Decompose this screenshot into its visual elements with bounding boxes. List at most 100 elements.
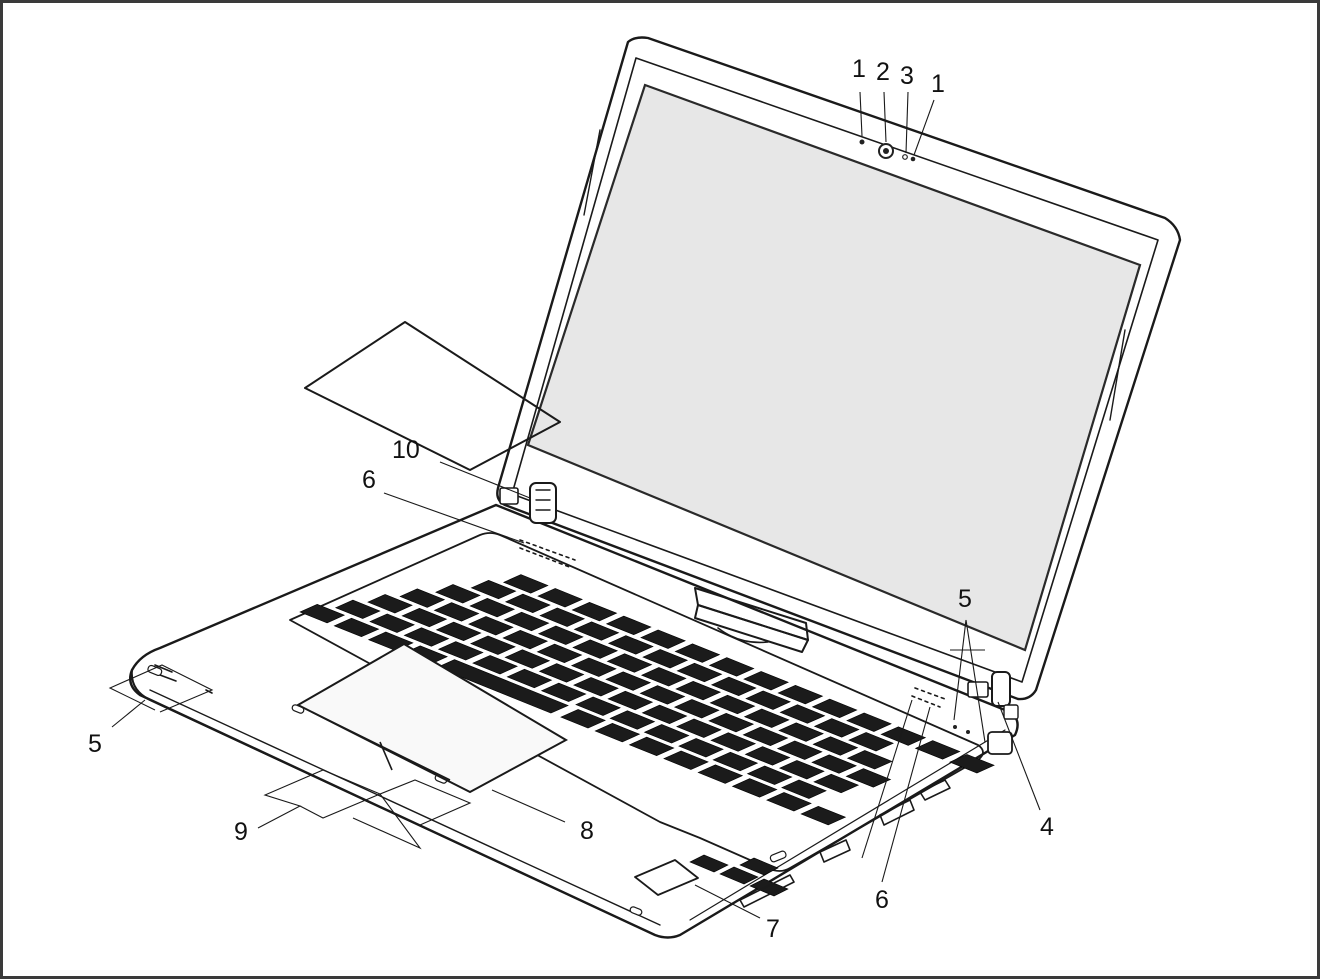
callout-touchpad: 8 <box>580 817 594 845</box>
keyboard-key <box>504 593 551 614</box>
keyboard-key <box>575 696 621 716</box>
keyboard-key <box>470 635 516 655</box>
keyboard-key <box>570 657 617 677</box>
keyboard-key <box>776 740 823 760</box>
keyboard-key <box>743 671 789 691</box>
keyboard-key <box>678 738 724 758</box>
keyboard-key <box>433 602 480 622</box>
callout-speaker-top-left: 6 <box>362 466 376 494</box>
side-ports <box>739 779 951 908</box>
arrow-key <box>739 857 779 876</box>
keyboard-key <box>628 736 675 757</box>
keyboard-key <box>539 607 586 627</box>
keyboard-well <box>289 532 984 872</box>
keyboard-key <box>746 765 793 785</box>
keyboard-key <box>334 599 381 619</box>
keyboard-key <box>697 764 744 784</box>
keyboard-key <box>605 615 652 636</box>
keyboard-key <box>607 690 654 711</box>
keyboard-key <box>594 722 641 743</box>
callout-webcam: 2 <box>876 58 890 86</box>
arrow-key <box>689 854 729 873</box>
keyboard-key <box>437 641 484 661</box>
keyboard-key <box>436 659 569 714</box>
keyboard-key <box>708 712 755 733</box>
callout-power-button: 4 <box>1040 813 1054 841</box>
speaker-grille-right <box>911 687 946 708</box>
keyboard-key <box>642 649 689 669</box>
touchpad <box>304 321 561 471</box>
keyboard-key <box>710 732 757 752</box>
keyboard-key <box>778 760 825 780</box>
hinge-center <box>694 587 809 653</box>
keyboard-key <box>403 627 450 647</box>
keyboard-key <box>811 754 857 774</box>
callout-mic-left: 1 <box>852 55 866 83</box>
keyboard-key <box>676 718 722 738</box>
keyboard-key <box>731 778 778 798</box>
keyboard-key <box>845 768 892 788</box>
speaker-grille-top <box>519 539 576 569</box>
keyboard-key <box>537 588 583 608</box>
keyboard-key <box>607 635 654 655</box>
keyboard-key <box>744 746 791 766</box>
keyboard-key <box>743 708 790 728</box>
power-button <box>987 731 1013 755</box>
keyboard-key <box>470 579 517 600</box>
keyboard-key <box>641 704 688 725</box>
keyboard-key <box>504 649 551 669</box>
keyboard-key <box>914 740 961 760</box>
callout-speaker-right: 6 <box>875 886 889 914</box>
callout-touchpad-buttons: 9 <box>234 818 248 846</box>
keyboard-key <box>676 662 723 683</box>
callout-mic-right: 1 <box>931 70 945 98</box>
keyboard-key <box>401 607 448 628</box>
keyboard-key <box>800 805 847 826</box>
keyboard-key <box>742 726 789 747</box>
arrow-key <box>719 866 759 885</box>
fingerprint-sensor <box>634 859 699 896</box>
keyboard-key <box>781 779 827 799</box>
keyboard-key <box>811 698 858 719</box>
keyboard-key <box>502 574 549 594</box>
keyboard-key <box>367 594 413 614</box>
callout-hinge-left: 10 <box>392 436 420 464</box>
keyboard-key <box>503 611 550 632</box>
keyboard-key <box>560 709 606 729</box>
keyboard-key <box>813 773 860 794</box>
keyboard-key <box>571 601 618 622</box>
keyboard-key <box>643 724 690 744</box>
keyboard-key <box>435 584 481 604</box>
keyboard-key <box>673 699 720 719</box>
keyboard-key <box>573 677 619 697</box>
keyboard-key <box>949 754 995 774</box>
keyboard-key <box>640 667 687 687</box>
keyboard-key <box>675 680 722 701</box>
laptop-lid <box>496 36 1182 701</box>
callout-webcam-led: 3 <box>900 62 914 90</box>
keyboard-key <box>778 722 824 742</box>
keyboard-key <box>708 657 755 677</box>
keyboard-key <box>435 621 482 642</box>
arrow-key <box>749 878 789 897</box>
keyboard-key <box>537 625 584 645</box>
keyboard-key <box>333 617 380 638</box>
keyboard-key <box>639 685 686 705</box>
microphone-right <box>910 156 916 162</box>
keyboard-key <box>502 629 549 650</box>
callout-indicators-right: 5 <box>958 585 972 613</box>
microphone-left <box>859 139 865 145</box>
touchpad-group <box>304 321 561 471</box>
callout-fingerprint: 7 <box>766 915 780 943</box>
keyboard-key <box>399 588 446 608</box>
keyboard-key <box>813 718 860 738</box>
keyboard-key <box>712 751 759 772</box>
keyboard-key <box>606 653 653 673</box>
keyboard-key <box>540 682 587 702</box>
callout-labels: 1 2 3 1 10 6 5 5 4 9 8 6 7 <box>88 55 1054 943</box>
keyboard-key <box>472 655 518 675</box>
keyboard <box>299 574 995 897</box>
